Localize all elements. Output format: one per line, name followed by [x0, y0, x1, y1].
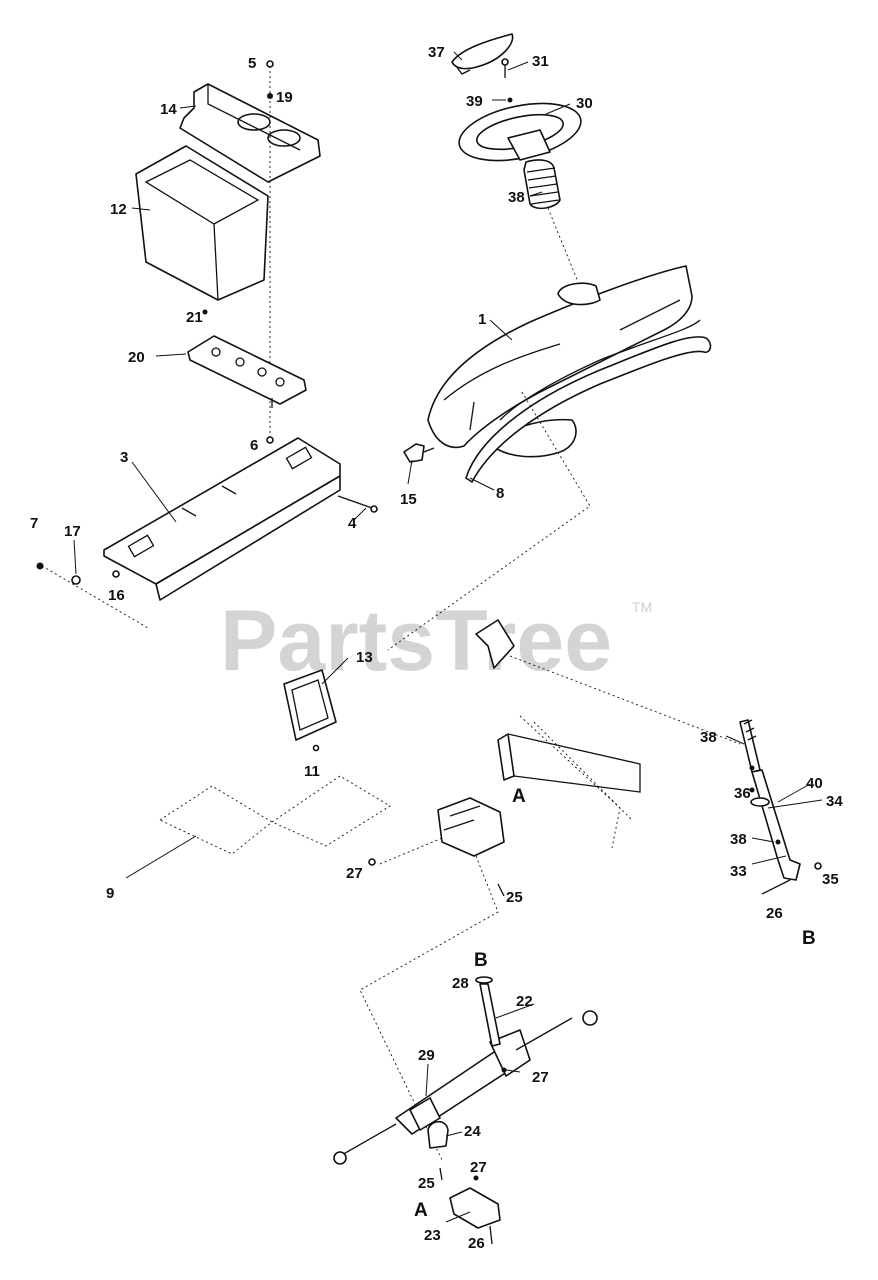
access-panel — [283, 669, 337, 741]
bracket-to-shaft-line — [509, 655, 741, 745]
bolt-25a — [497, 883, 505, 897]
callout-A-lower: A — [414, 1200, 428, 1221]
callout-27-rack: 27 — [532, 1069, 549, 1086]
callout-40: 40 — [806, 775, 823, 792]
nut-35 — [814, 862, 822, 870]
callout-36: 36 — [734, 785, 751, 802]
callout-B-shaft: B — [802, 928, 816, 949]
callout-26-bracket: 26 — [468, 1235, 485, 1252]
fastener-axis-line — [41, 565, 149, 629]
watermark-brand: PartsTree — [220, 593, 612, 689]
callout-A-upper: A — [512, 786, 526, 807]
bolt-26a — [761, 879, 791, 895]
pin-38c — [775, 839, 781, 845]
callout-12: 12 — [110, 201, 127, 218]
callout-22: 22 — [516, 993, 533, 1010]
nut-21 — [202, 309, 208, 315]
nut-axis-line — [379, 837, 443, 865]
callout-23: 23 — [424, 1227, 441, 1244]
callout-11: 11 — [304, 763, 320, 780]
nut-27a — [368, 858, 376, 866]
callout-28: 28 — [452, 975, 469, 992]
support-bracket — [449, 1187, 501, 1229]
callout-4: 4 — [348, 515, 357, 532]
bolt-26b — [489, 1225, 493, 1245]
mount-bracket — [497, 715, 641, 849]
callout-8: 8 — [496, 485, 504, 502]
bolt-16 — [112, 570, 120, 578]
nut-27c — [473, 1175, 479, 1181]
callout-17: 17 — [64, 523, 81, 540]
callout-37: 37 — [428, 44, 445, 61]
washer-19 — [267, 93, 273, 99]
callout-25-gearbox: 25 — [506, 889, 523, 906]
callout-14: 14 — [160, 101, 177, 118]
callout-27-gearbox: 27 — [346, 865, 363, 882]
screw-6 — [266, 436, 274, 444]
clip-36 — [749, 787, 755, 793]
callout-labels: 37 31 39 30 38 5 19 14 12 21 20 1 6 3 15… — [30, 44, 843, 1252]
steering-shaft — [739, 719, 801, 881]
callout-34: 34 — [826, 793, 843, 810]
steering-boot — [523, 159, 561, 210]
callout-33: 33 — [730, 863, 747, 880]
cap-screw — [501, 58, 509, 78]
trim-strip — [465, 336, 712, 483]
callout-16: 16 — [108, 587, 125, 604]
callout-13: 13 — [356, 649, 373, 666]
bolt-25b — [439, 1167, 443, 1181]
floor-panel — [103, 437, 341, 601]
screw-11 — [312, 744, 320, 752]
callout-B-rack: B — [474, 950, 488, 971]
steering-wheel — [458, 102, 582, 162]
callout-30: 30 — [576, 95, 593, 112]
steering-wheel-cap — [451, 33, 514, 75]
floor-decal — [159, 775, 391, 855]
pinion-shaft — [475, 976, 501, 1047]
callout-15: 15 — [400, 491, 417, 508]
callout-26-shaft: 26 — [766, 905, 783, 922]
watermark-tm: TM — [632, 599, 652, 615]
dash-panel — [427, 265, 701, 458]
washer-17 — [71, 575, 81, 585]
callout-35: 35 — [822, 871, 839, 888]
leader-lines — [73, 51, 823, 1223]
callout-6: 6 — [250, 437, 258, 454]
callout-38-shaft-mid: 38 — [730, 831, 747, 848]
pin-38b — [749, 765, 755, 771]
callout-27-bracket: 27 — [470, 1159, 487, 1176]
rack-assembly — [333, 1010, 598, 1165]
bolt-4 — [337, 495, 378, 513]
knob-15 — [403, 443, 435, 463]
washer-39 — [507, 97, 513, 103]
mounting-plate — [187, 335, 307, 408]
callout-24: 24 — [464, 1123, 481, 1140]
nut-7 — [36, 562, 44, 570]
wheel-to-dash-line — [547, 207, 579, 283]
callout-25-bracket: 25 — [418, 1175, 435, 1192]
callout-9: 9 — [106, 885, 114, 902]
callout-31: 31 — [532, 53, 549, 70]
callout-39: 39 — [466, 93, 483, 110]
screw-5 — [266, 60, 274, 68]
callout-3: 3 — [120, 449, 128, 466]
storage-bin — [135, 145, 269, 301]
callout-7: 7 — [30, 515, 38, 532]
callout-5: 5 — [248, 55, 256, 72]
bracket-small — [475, 619, 515, 669]
cup-holder-tray — [179, 83, 321, 183]
clamp-24 — [427, 1120, 449, 1149]
callout-19: 19 — [276, 89, 293, 106]
callout-20: 20 — [128, 349, 145, 366]
gear-to-rack-line — [359, 855, 499, 1161]
steering-gear-box — [437, 797, 505, 857]
callout-29: 29 — [418, 1047, 435, 1064]
callout-38: 38 — [508, 189, 525, 206]
callout-21: 21 — [186, 309, 203, 326]
callout-1: 1 — [478, 311, 486, 328]
callout-38-shaft-top: 38 — [700, 729, 717, 746]
nut-27b — [501, 1067, 507, 1073]
